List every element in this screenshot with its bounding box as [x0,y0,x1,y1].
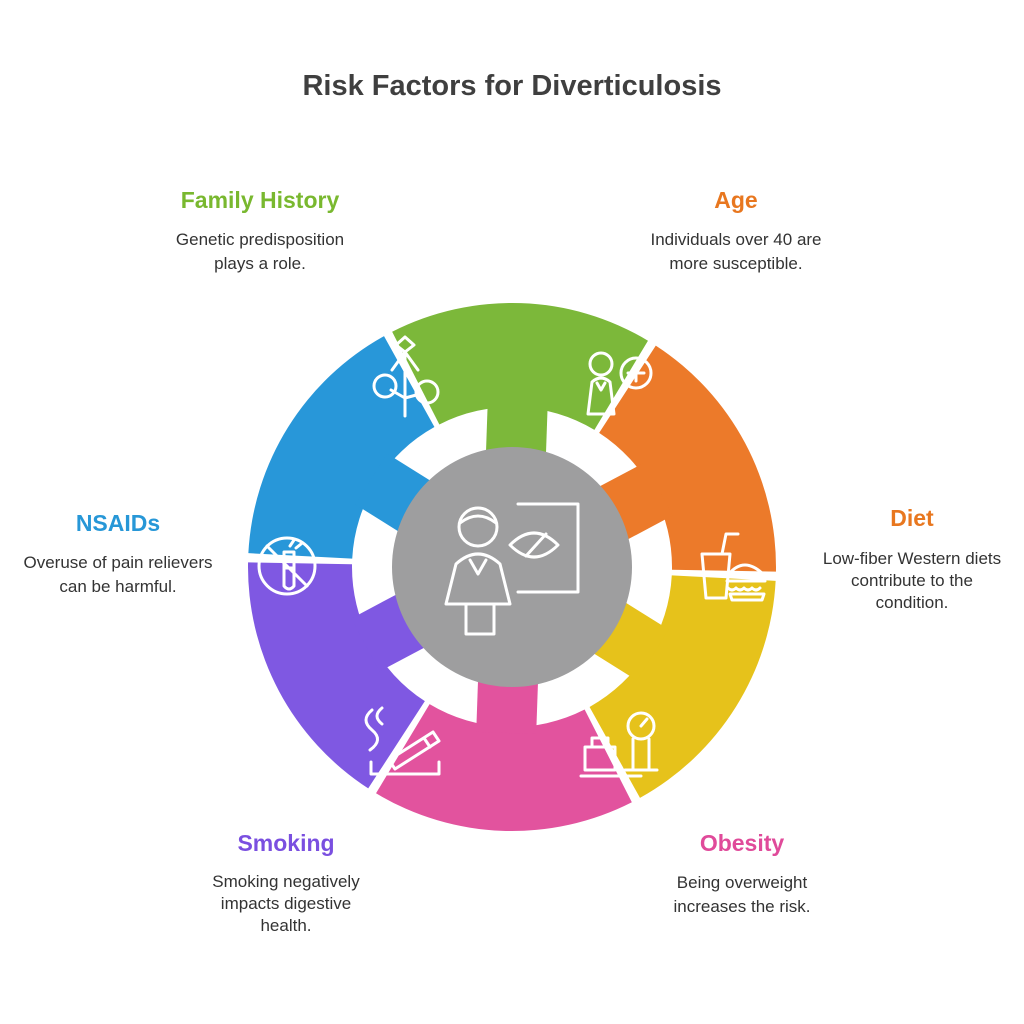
family-tree-icon [372,335,440,418]
segment-smoking [247,562,425,789]
description-line: contribute to the [851,571,973,590]
segment-age [599,345,776,572]
connector-family-history [485,400,548,457]
description-line: health. [260,916,312,935]
page-title: Risk Factors for Diverticulosis [302,70,722,102]
description-line: impacts digestive [220,894,352,913]
factor-title: Family History [180,187,340,213]
factor-label-smoking: Smoking Smoking negatively impacts diges… [136,830,436,937]
description-line: can be harmful. [59,577,177,596]
factor-label-family-history: Family History Genetic predisposition pl… [110,187,410,276]
factor-description: Genetic predisposition plays a role. [110,228,410,276]
factor-description: Being overweight increases the risk. [592,871,892,919]
center-circle [392,447,632,687]
fast-food-icon [700,532,767,602]
weight-scale-icon [579,711,659,778]
factor-description: Low-fiber Western diets contribute to th… [772,548,1024,614]
factor-label-nsaids: NSAIDs Overuse of pain relievers can be … [0,510,248,599]
factor-label-diet: Diet Low-fiber Western diets contribute … [772,505,1024,614]
elderly-person-plus-icon [586,351,653,416]
factor-title: Smoking [237,830,335,856]
no-pills-icon [257,536,317,596]
segment-obesity [376,704,632,832]
factor-description: Overuse of pain relievers can be harmful… [0,551,248,599]
doctor-presentation-icon [444,502,580,636]
connector-obesity [476,677,539,734]
description-line: Genetic predisposition [175,230,345,249]
description-line: Being overweight [676,873,808,892]
wheel-segments [247,303,776,832]
factor-title: NSAIDs [75,510,161,536]
description-line: Individuals over 40 are [650,230,822,249]
factor-title: Diet [890,505,934,531]
factor-title: Obesity [699,830,785,856]
factor-description: Individuals over 40 are more susceptible… [586,228,886,276]
segment-diet [589,575,776,798]
segment-nsaids [248,336,435,559]
factor-title: Age [714,187,758,213]
factor-label-age: Age Individuals over 40 are more suscept… [586,187,886,276]
description-line: plays a role. [214,254,306,273]
factor-label-obesity: Obesity Being overweight increases the r… [592,830,892,919]
description-line: Overuse of pain relievers [23,553,213,572]
segment-family-history [392,303,648,430]
description-line: increases the risk. [673,897,811,916]
description-line: Smoking negatively [212,872,360,891]
description-line: more susceptible. [669,254,803,273]
cigarette-icon [364,706,441,776]
description-line: Low-fiber Western diets [822,549,1002,568]
factor-description: Smoking negatively impacts digestive hea… [136,871,436,937]
description-line: condition. [875,593,949,612]
